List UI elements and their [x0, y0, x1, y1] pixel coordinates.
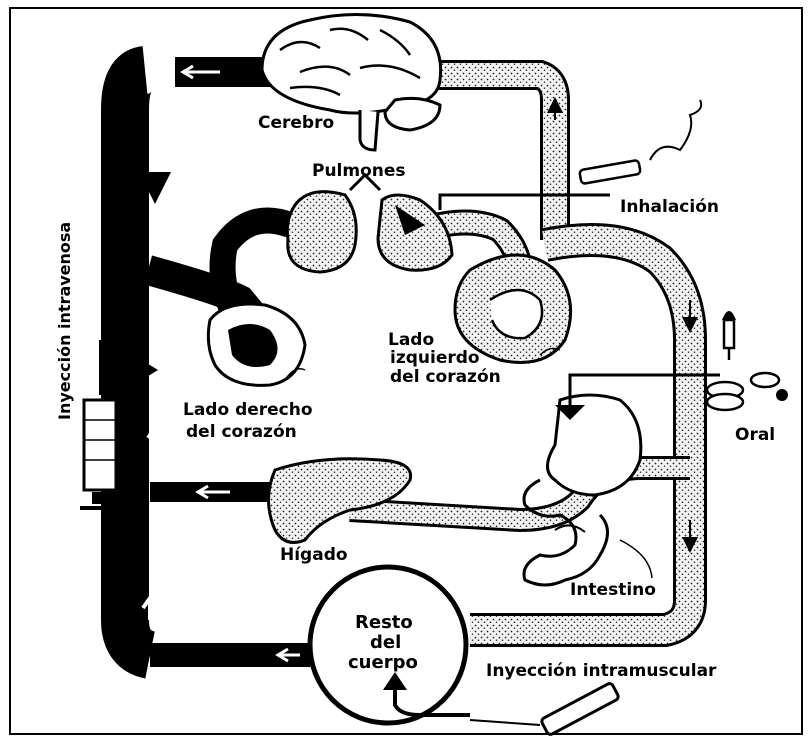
label-im-injection: Inyección intramuscular — [486, 661, 717, 681]
label-rest-3: cuerpo — [348, 652, 418, 673]
label-right-heart-1: Lado derecho — [183, 400, 313, 420]
label-rest-1: Resto — [355, 612, 413, 633]
stomach-intestine-organ — [524, 395, 641, 585]
label-intestine: Intestino — [570, 580, 656, 600]
inhalation-pointer — [440, 195, 610, 210]
label-lungs: Pulmones — [312, 161, 406, 181]
label-liver: Hígado — [280, 545, 348, 565]
label-brain: Cerebro — [258, 113, 334, 133]
lungs-organ — [287, 175, 452, 272]
label-iv-injection: Inyección intravenosa — [55, 222, 74, 420]
label-left-heart-1: Lado — [388, 330, 434, 350]
liver-organ — [269, 459, 411, 543]
label-left-heart-3: del corazón — [390, 367, 501, 387]
label-rest-2: del — [370, 632, 401, 653]
label-right-heart-2: del corazón — [186, 422, 297, 442]
left-heart-organ — [455, 255, 571, 363]
cigarette-icon — [579, 100, 701, 184]
label-inhalation: Inhalación — [620, 197, 719, 217]
label-oral: Oral — [735, 425, 775, 445]
pills-dropper-icon — [707, 311, 788, 410]
label-left-heart-2: izquierdo — [390, 348, 480, 368]
